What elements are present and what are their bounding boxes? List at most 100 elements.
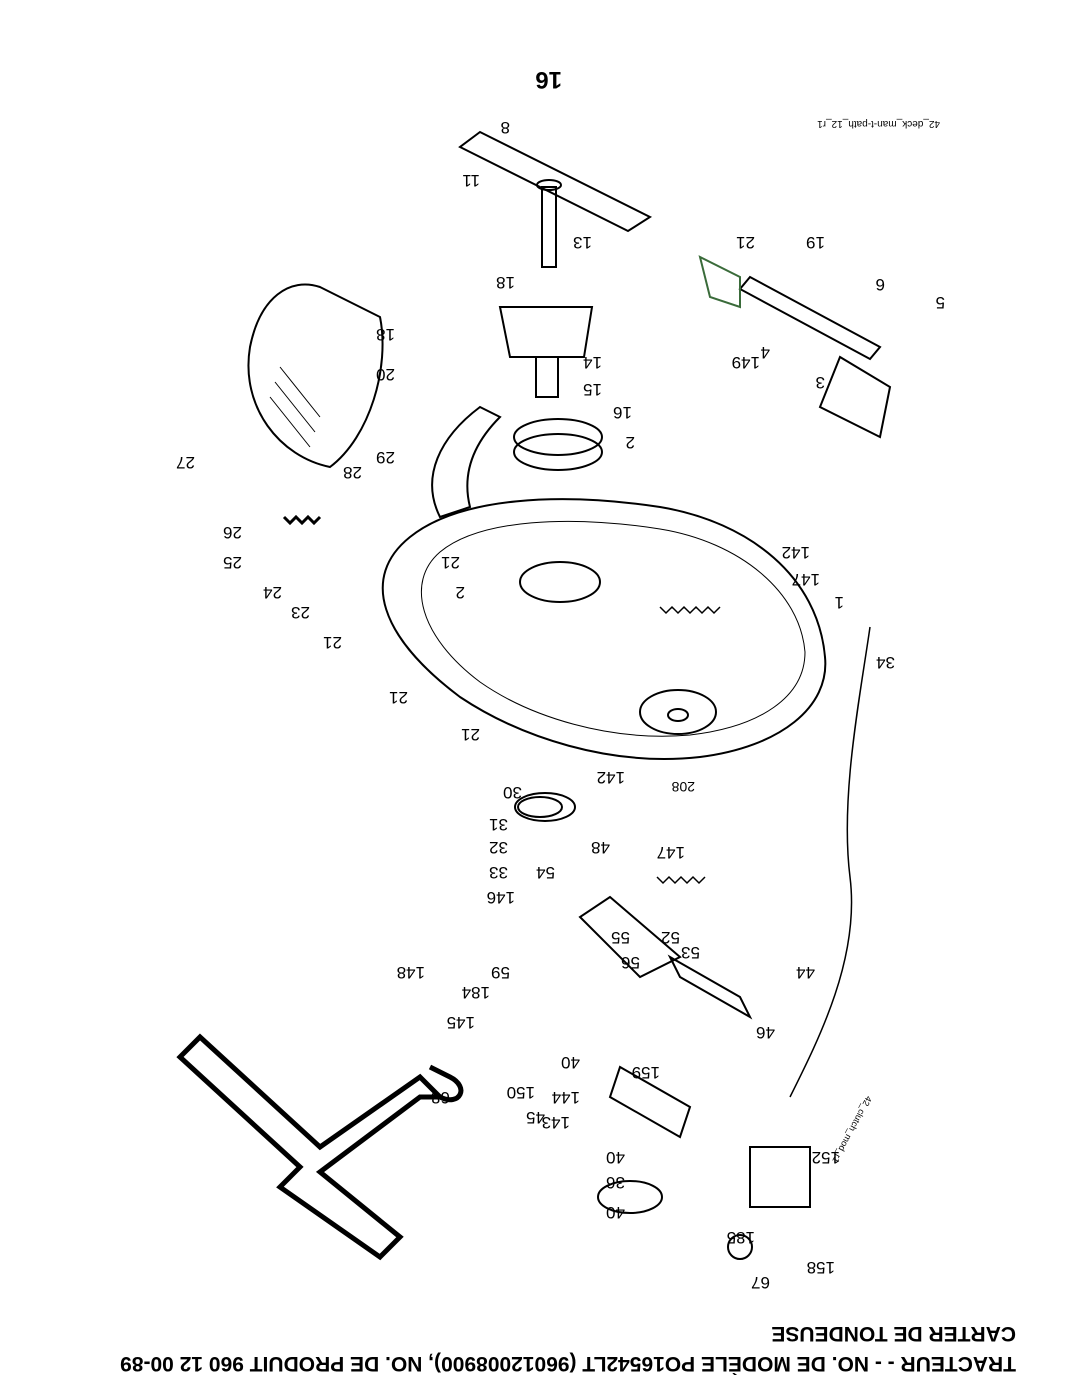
- spindle-shaft: [541, 186, 557, 268]
- callout-152: 152: [812, 1148, 840, 1167]
- callout-184: 184: [462, 983, 490, 1002]
- idler-bracket: [698, 255, 741, 309]
- callout-145: 145: [447, 1013, 475, 1032]
- callout-16: 16: [613, 403, 632, 422]
- v-idler-pulley: [597, 1180, 663, 1214]
- left-spindle-pulley: [639, 689, 717, 735]
- tension-spring: [659, 605, 721, 615]
- diagram-parts: [176, 130, 892, 1261]
- deck-baffle: [431, 405, 502, 519]
- callout-2b: 2: [456, 583, 465, 602]
- spindle-housing-neck: [535, 356, 559, 398]
- idler-spring: [656, 875, 706, 885]
- callout-8: 8: [501, 118, 510, 137]
- callout-55: 55: [611, 928, 630, 947]
- callout-labels: 1 2 2 3 4 5 6 8 11 13 14 15 16 18 18 19 …: [176, 118, 945, 1292]
- callout-5: 5: [936, 293, 945, 312]
- callout-68: 68: [431, 1088, 450, 1107]
- callout-2: 2: [626, 433, 635, 452]
- callout-53: 53: [681, 943, 700, 962]
- callout-146: 146: [487, 888, 515, 907]
- callout-21b: 21: [441, 553, 460, 572]
- callout-208: 208: [671, 779, 695, 795]
- callout-21d: 21: [389, 688, 408, 707]
- belt-keeper: [667, 954, 753, 1020]
- callout-24: 24: [263, 583, 282, 602]
- callout-67: 67: [751, 1273, 770, 1292]
- deck-inner-rim: [420, 520, 806, 737]
- idler-pulley-31: [517, 796, 563, 818]
- deck-housing: [381, 498, 827, 760]
- callout-59: 59: [491, 963, 510, 982]
- clutch-cable: [789, 626, 871, 1098]
- callout-25: 25: [223, 553, 242, 572]
- callout-26: 26: [223, 523, 242, 542]
- page-number: 16: [535, 66, 562, 93]
- callout-142b: 142: [597, 768, 625, 787]
- callout-36: 36: [606, 1173, 625, 1192]
- deck-drive-belt: [176, 1033, 447, 1261]
- callout-40c: 40: [606, 1203, 625, 1222]
- callout-150: 150: [507, 1083, 535, 1102]
- callout-21c: 21: [323, 633, 342, 652]
- callout-54: 54: [536, 863, 555, 882]
- idler-bracket-lower: [608, 1065, 692, 1139]
- mower-blade: [458, 130, 653, 233]
- callout-159: 159: [632, 1063, 660, 1082]
- spindle-housing: [498, 306, 594, 358]
- callout-6: 6: [876, 275, 885, 294]
- callout-14: 14: [583, 353, 602, 372]
- cable-knob: [727, 1234, 753, 1260]
- callout-11: 11: [462, 171, 480, 190]
- callout-34: 34: [876, 653, 895, 672]
- callout-13: 13: [573, 233, 592, 252]
- callout-143: 143: [542, 1113, 570, 1132]
- callout-1: 1: [835, 593, 844, 612]
- callout-48: 48: [591, 838, 610, 857]
- callout-40a: 40: [561, 1053, 580, 1072]
- callout-20: 20: [376, 365, 395, 384]
- callout-18b: 18: [376, 325, 395, 344]
- callout-147b: 147: [657, 843, 685, 862]
- drawing-id: 42_deck_man-t-path_12_r1: [817, 118, 940, 129]
- cable-bracket: [749, 1146, 811, 1208]
- callout-29: 29: [376, 448, 395, 467]
- callout-21a: 21: [736, 233, 755, 252]
- callout-27: 27: [176, 453, 195, 472]
- callout-56: 56: [621, 953, 640, 972]
- callout-44: 44: [796, 963, 815, 982]
- left-spindle-hub: [667, 708, 689, 722]
- callout-40b: 40: [606, 1148, 625, 1167]
- callout-142a: 142: [782, 543, 810, 562]
- callout-147a: 147: [792, 570, 820, 589]
- callout-28: 28: [343, 463, 362, 482]
- callout-46: 46: [756, 1023, 775, 1042]
- callout-32: 32: [489, 838, 508, 857]
- belt-guard: [247, 283, 384, 469]
- callout-18a: 18: [496, 273, 515, 292]
- callout-4: 4: [761, 343, 770, 362]
- callout-21e: 21: [461, 725, 480, 744]
- deck-hanger-bracket: [818, 355, 892, 439]
- callout-144: 144: [552, 1088, 580, 1107]
- spindle-washer: [536, 179, 562, 191]
- callout-45: 45: [526, 1108, 545, 1127]
- callout-3: 3: [816, 373, 825, 392]
- callout-15: 15: [583, 380, 602, 399]
- callout-148: 148: [397, 963, 425, 982]
- center-spindle-opening: [519, 561, 601, 603]
- flat-idler-pulley: [514, 792, 576, 822]
- callout-158: 158: [807, 1258, 835, 1277]
- callout-52: 52: [661, 928, 680, 947]
- spindle-pulley: [513, 418, 603, 456]
- callout-185: 185: [727, 1228, 755, 1247]
- callout-33: 33: [489, 863, 508, 882]
- anti-scalp-spring: [282, 514, 322, 526]
- callout-31: 31: [489, 815, 508, 834]
- callout-30: 30: [503, 783, 522, 802]
- callout-149: 149: [732, 353, 760, 372]
- idler-arm: [578, 895, 682, 979]
- callout-23: 23: [291, 603, 310, 622]
